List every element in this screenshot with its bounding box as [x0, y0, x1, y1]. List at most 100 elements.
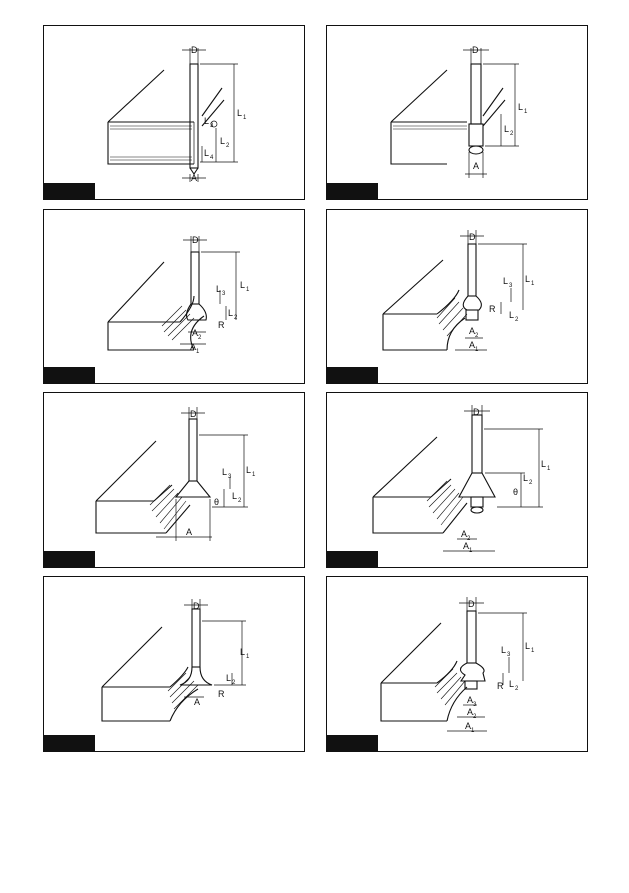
figure-number-tab [327, 367, 378, 383]
svg-text:2: 2 [226, 143, 230, 149]
label-d: D [190, 409, 197, 419]
svg-text:1: 1 [252, 472, 256, 478]
svg-text:1: 1 [246, 654, 250, 660]
figure-panel-1: D L 1 L 2 L 3 L 4 A [43, 25, 305, 200]
figure-panel-8: D L 1 L 3 L 2 R A 3 A 2 A 1 [326, 576, 588, 752]
label-a3: A [467, 695, 473, 705]
label-a: A [473, 161, 479, 171]
label-l1: L [246, 465, 251, 475]
figure-panel-6: D L 1 L 2 θ A 2 A 1 [326, 392, 588, 568]
figure-panel-2: D L 1 L 2 A [326, 25, 588, 200]
label-a2: A [467, 707, 473, 717]
svg-text:2: 2 [515, 317, 519, 323]
label-l3: L [501, 645, 506, 655]
label-d: D [472, 45, 479, 55]
label-l2: L [504, 124, 509, 134]
label-a1: A [465, 721, 471, 731]
label-l2: L [509, 310, 514, 320]
svg-text:1: 1 [469, 548, 473, 554]
label-l3: L [503, 276, 508, 286]
label-l3: L [216, 284, 221, 294]
svg-text:1: 1 [243, 115, 247, 121]
cove-bit-diagram: D L 1 L 2 L 3 R A 2 A 1 [107, 235, 250, 355]
label-d: D [193, 601, 200, 611]
label-l2: L [226, 673, 231, 683]
label-l2: L [523, 473, 528, 483]
label-l1: L [518, 102, 523, 112]
roman-ogee-bit-diagram: D L 1 L 3 L 2 R A 3 A 2 A 1 [380, 597, 535, 734]
label-d: D [468, 599, 475, 609]
label-r: R [218, 689, 225, 699]
svg-text:2: 2 [529, 480, 533, 486]
label-a1: A [190, 342, 196, 352]
figure-panel-3: D L 1 L 2 L 3 R A 2 A 1 [43, 209, 305, 384]
svg-text:1: 1 [547, 466, 551, 472]
svg-text:3: 3 [228, 474, 232, 480]
label-r: R [489, 304, 496, 314]
label-l1: L [237, 108, 242, 118]
label-d: D [473, 407, 480, 417]
label-theta: θ [214, 497, 219, 507]
label-l1: L [525, 641, 530, 651]
figure-panel-5: D L 1 L 3 L 2 θ A [43, 392, 305, 568]
svg-text:2: 2 [198, 335, 202, 341]
figure-number-tab [44, 735, 95, 751]
label-theta: θ [513, 487, 518, 497]
svg-text:4: 4 [210, 155, 214, 161]
figure-number-tab [327, 735, 378, 751]
label-a2: A [469, 326, 475, 336]
label-l2: L [509, 679, 514, 689]
label-l1: L [240, 647, 245, 657]
figure-number-tab [44, 551, 95, 567]
chamfer-bit-diagram: D L 1 L 3 L 2 θ A [95, 407, 256, 541]
svg-text:3: 3 [507, 652, 511, 658]
svg-text:2: 2 [475, 333, 479, 339]
figure-panel-4: D L 1 L 3 L 2 R A 2 A 1 [326, 209, 588, 384]
label-l1: L [525, 274, 530, 284]
svg-text:3: 3 [509, 283, 513, 289]
label-l2: L [232, 491, 237, 501]
straight-bit-bearing-diagram: D L 1 L 2 A [390, 45, 528, 178]
chamfer-bit-bearing-diagram: D L 1 L 2 θ A 2 A 1 [372, 405, 551, 554]
label-r: R [218, 320, 225, 330]
figure-number-tab [44, 367, 95, 383]
label-l1: L [240, 280, 245, 290]
svg-text:1: 1 [246, 287, 250, 293]
svg-text:3: 3 [222, 291, 226, 297]
svg-text:2: 2 [232, 680, 236, 686]
label-r: R [497, 681, 504, 691]
svg-text:1: 1 [524, 109, 528, 115]
label-a: A [194, 697, 200, 707]
label-a1: A [463, 541, 469, 551]
svg-text:2: 2 [467, 536, 471, 542]
label-d: D [469, 232, 476, 242]
svg-text:1: 1 [475, 347, 479, 353]
figure-number-tab [327, 183, 378, 199]
label-a2: A [192, 328, 198, 338]
svg-text:1: 1 [531, 648, 535, 654]
label-d: D [191, 45, 198, 55]
figure-panel-7: D L 1 L 2 R A [43, 576, 305, 752]
corner-round-bit-diagram: D L 1 L 2 R A [101, 599, 250, 722]
svg-text:2: 2 [510, 131, 514, 137]
svg-text:1: 1 [531, 281, 535, 287]
label-l2: L [220, 136, 225, 146]
svg-text:2: 2 [473, 714, 477, 720]
label-l3: L [222, 467, 227, 477]
svg-text:1: 1 [471, 728, 475, 734]
label-a: A [186, 527, 192, 537]
straight-bit-diagram: D L 1 L 2 L 3 L 4 A [107, 45, 247, 183]
svg-text:2: 2 [234, 315, 238, 321]
label-a2: A [461, 529, 467, 539]
svg-text:2: 2 [515, 686, 519, 692]
label-a1: A [469, 340, 475, 350]
svg-text:1: 1 [196, 349, 200, 355]
round-bit-bearing-diagram: D L 1 L 3 L 2 R A 2 A 1 [382, 230, 535, 353]
label-a: A [191, 173, 197, 183]
label-l1: L [541, 459, 546, 469]
label-l4: L [204, 148, 209, 158]
svg-text:2: 2 [238, 498, 242, 504]
label-d: D [192, 235, 199, 245]
svg-text:3: 3 [473, 702, 477, 708]
figure-number-tab [44, 183, 95, 199]
